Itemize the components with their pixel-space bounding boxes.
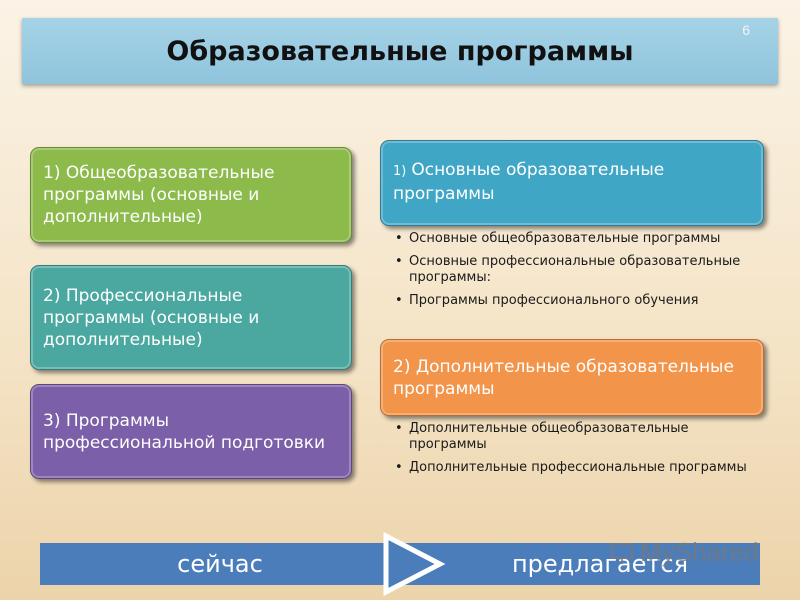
presentation-icon — [611, 542, 633, 564]
proposed-label: предлагается — [511, 550, 689, 578]
list-item: Основные общеобразовательные программы — [395, 231, 759, 247]
main-programs-box: 1)Основные образовательные программы — [380, 140, 764, 226]
general-programs-label: 1) Общеобразовательные программы (основн… — [43, 163, 275, 227]
training-programs-box: 3) Программы профессиональной подготовки — [30, 384, 352, 479]
additional-programs-box: 2) Дополнительные образовательные програ… — [380, 339, 764, 416]
training-programs-label: 3) Программы профессиональной подготовки — [43, 410, 326, 453]
page-title: Образовательные программы — [166, 35, 634, 67]
title-banner: Образовательные программы 6 — [22, 18, 778, 84]
watermark-text: MyShared — [640, 537, 759, 567]
main-programs-number: 1) — [393, 164, 407, 179]
professional-programs-box: 2) Профессиональные программы (основные … — [30, 265, 352, 370]
professional-programs-label: 2) Профессиональные программы (основные … — [43, 285, 260, 350]
list-item: Дополнительные профессиональные программ… — [395, 460, 759, 476]
slide-number: 6 — [742, 22, 750, 38]
main-programs-label: Основные образовательные программы — [393, 160, 665, 204]
main-programs-list: Основные общеобразовательные программы О… — [394, 231, 759, 316]
additional-programs-list: Дополнительные общеобразовательные прогр… — [394, 421, 759, 483]
list-item: Программы профессионального обучения — [395, 293, 759, 309]
list-item: Дополнительные общеобразовательные прогр… — [395, 421, 759, 453]
now-label: сейчас — [177, 550, 263, 578]
additional-programs-label: 2) Дополнительные образовательные програ… — [393, 356, 734, 399]
list-item: Основные профессиональные образовательны… — [395, 254, 759, 286]
watermark-logo: MyShared — [610, 537, 759, 568]
general-programs-box: 1) Общеобразовательные программы (основн… — [30, 147, 352, 243]
chevron-right-icon — [383, 532, 446, 596]
